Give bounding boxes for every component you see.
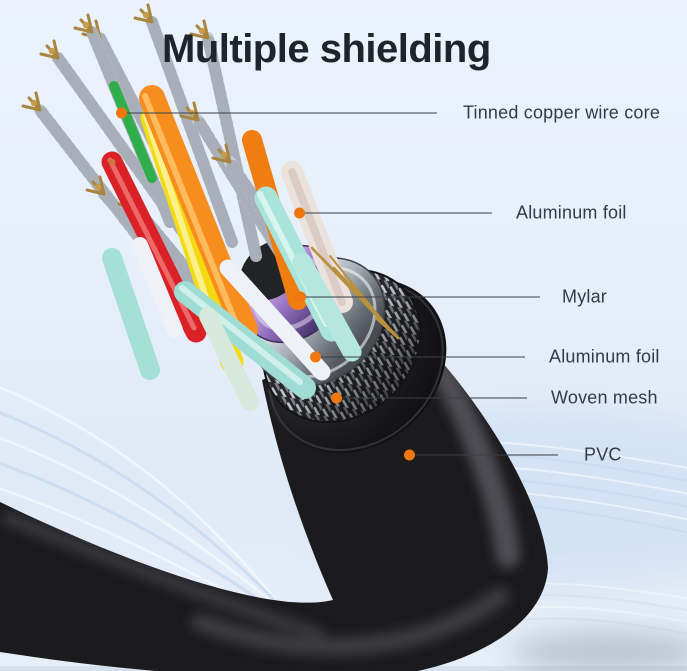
callout-aluminum-foil-2: Aluminum foil [310, 347, 660, 368]
cable-body [0, 335, 548, 671]
callout-dot [310, 351, 321, 363]
page-title: Multiple shielding [162, 27, 491, 71]
callout-dot [295, 291, 306, 303]
callout-aluminum-foil-1: Aluminum foil [294, 203, 627, 224]
callout-dot [404, 449, 415, 461]
callout-line [410, 454, 558, 456]
callout-mylar: Mylar [295, 287, 607, 308]
callout-line [122, 112, 437, 114]
callout-tinned-copper-wire-core: Tinned copper wire core [116, 103, 660, 124]
callout-line [301, 296, 540, 298]
callout-label: Aluminum foil [549, 346, 660, 367]
wire-bundle [21, 3, 400, 411]
callout-label: Woven mesh [551, 387, 658, 408]
colored-wires [101, 81, 362, 411]
callout-pvc: PVC [404, 445, 622, 466]
callout-woven-mesh: Woven mesh [331, 388, 658, 409]
callout-line [300, 212, 492, 214]
callout-label: Tinned copper wire core [463, 102, 661, 123]
callout-line [316, 356, 525, 358]
gold-drain-wires [310, 246, 400, 340]
callout-label: Aluminum foil [516, 202, 627, 223]
callout-dot [294, 207, 305, 219]
callout-dot [331, 392, 342, 404]
callout-dot [116, 107, 127, 119]
callout-label: PVC [584, 444, 622, 465]
callout-line [337, 397, 527, 399]
callout-label: Mylar [562, 286, 607, 307]
